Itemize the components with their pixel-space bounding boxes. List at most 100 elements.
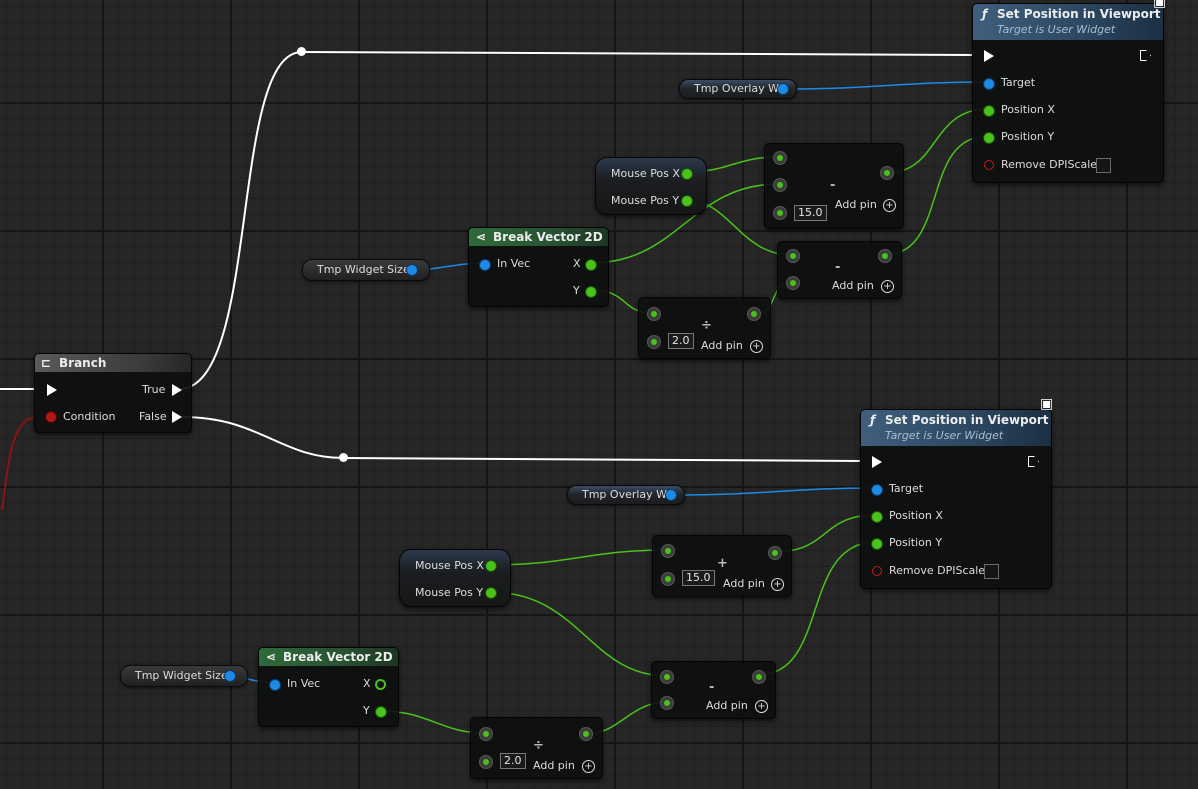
exec-in-pin[interactable] [872,456,882,468]
reroute-node[interactable] [339,453,348,462]
input-a-pin[interactable] [661,671,673,683]
tmp-overlay-getter-top[interactable]: Tmp Overlay W [679,79,797,99]
target-pin[interactable] [871,484,883,496]
position-x-pin[interactable] [871,511,883,523]
tmp-widget-size-out-pin[interactable] [406,264,418,276]
exec-in-pin[interactable] [47,384,57,396]
add-pin-icon[interactable]: + [750,340,763,353]
condition-pin[interactable] [45,411,57,423]
input-b-pin[interactable] [774,179,786,191]
mouse-pos-getter-top[interactable]: Mouse Pos X Mouse Pos Y [595,157,707,215]
mouse-pos-y-pin[interactable] [485,587,497,599]
input-a-pin[interactable] [774,152,786,164]
set-position-node-bottom[interactable]: ƒ Set Position in Viewport Target is Use… [860,409,1052,589]
add-pin-label[interactable]: Add pin [832,279,874,292]
position-y-pin[interactable] [983,132,995,144]
tmp-widget-size-getter-top[interactable]: Tmp Widget Size [302,259,430,281]
set-position-header[interactable]: ƒ Set Position in Viewport Target is Use… [973,4,1163,40]
tmp-overlay-out-pin[interactable] [665,489,677,501]
add-node-bottom-a[interactable]: 15.0 + Add pin + [652,535,792,597]
exec-in-pin[interactable] [984,50,994,62]
add-pin-icon[interactable]: + [883,199,896,212]
subtract-node-bottom-b[interactable]: - Add pin + [651,661,776,719]
add-pin-label[interactable]: Add pin [835,198,877,211]
remove-dpi-checkbox[interactable] [1096,158,1111,173]
value-input[interactable]: 15.0 [682,570,715,586]
break-vector-header[interactable]: ⋖ Break Vector 2D [469,228,608,246]
tmp-overlay-getter-bottom[interactable]: Tmp Overlay W [567,485,685,505]
input-a-pin[interactable] [662,545,674,557]
mouse-pos-y-pin[interactable] [681,195,693,207]
input-b-pin[interactable] [787,277,799,289]
tmp-widget-size-getter-bottom[interactable]: Tmp Widget Size [120,665,248,687]
mouse-pos-x-pin[interactable] [485,560,497,572]
divide-node-bottom[interactable]: 2.0 ÷ Add pin + [470,717,603,779]
operator-label: ÷ [533,738,544,753]
break-vector-2d-node-bottom[interactable]: ⋖ Break Vector 2D In Vec X Y [258,647,399,727]
remove-dpi-pin[interactable] [872,566,882,576]
add-pin-icon[interactable]: + [582,760,595,773]
break-vector-2d-node-top[interactable]: ⋖ Break Vector 2D In Vec X Y [468,227,609,307]
in-vec-pin[interactable] [269,679,281,691]
true-exec-pin[interactable] [172,384,182,396]
tmp-overlay-label: Tmp Overlay W [582,488,668,501]
input-b-pin[interactable] [661,697,673,709]
tmp-widget-size-out-pin[interactable] [224,670,236,682]
add-pin-label[interactable]: Add pin [706,699,748,712]
input-a-pin[interactable] [787,250,799,262]
input-c-pin[interactable] [774,207,786,219]
input-b-pin[interactable] [662,573,674,585]
result-pin[interactable] [879,250,891,262]
remove-dpi-label: Remove DPIScale [1001,158,1098,171]
add-pin-icon[interactable]: + [881,280,894,293]
add-pin-icon[interactable]: + [755,700,768,713]
subtract-node-top-a[interactable]: 15.0 - Add pin + [764,143,904,229]
false-exec-pin[interactable] [172,411,182,423]
remove-dpi-pin[interactable] [984,160,994,170]
add-pin-label[interactable]: Add pin [701,339,743,352]
position-x-pin[interactable] [983,105,995,117]
x-out-pin[interactable] [375,679,386,690]
divide-node-top[interactable]: 2.0 ÷ Add pin + [638,297,771,359]
result-pin[interactable] [580,728,592,740]
branch-header[interactable]: ⊏ Branch [35,354,191,372]
set-position-title: Set Position in Viewport [885,413,1049,427]
x-out-pin[interactable] [585,259,597,271]
remove-dpi-checkbox[interactable] [984,564,999,579]
input-b-pin[interactable] [480,756,492,768]
break-vector-header[interactable]: ⋖ Break Vector 2D [259,648,398,666]
mouse-pos-x-pin[interactable] [681,168,693,180]
add-pin-icon[interactable]: + [771,578,784,591]
result-pin[interactable] [748,308,760,320]
value-input[interactable]: 2.0 [668,333,694,349]
add-pin-label[interactable]: Add pin [533,759,575,772]
subtract-node-top-b[interactable]: - Add pin + [777,241,902,299]
branch-icon: ⊏ [41,356,52,370]
mouse-pos-getter-bottom[interactable]: Mouse Pos X Mouse Pos Y [399,549,511,607]
set-position-header[interactable]: ƒ Set Position in Viewport Target is Use… [861,410,1051,446]
break-icon: ⋖ [266,650,277,664]
tmp-overlay-out-pin[interactable] [777,83,789,95]
value-input[interactable]: 2.0 [500,753,526,769]
exec-out-pin[interactable] [1028,456,1039,467]
target-pin[interactable] [983,78,995,90]
y-out-pin[interactable] [585,286,597,298]
position-y-pin[interactable] [871,538,883,550]
set-position-subtitle: Target is User Widget [885,429,1004,442]
result-pin[interactable] [769,547,781,559]
false-label: False [139,410,167,423]
input-a-pin[interactable] [480,728,492,740]
result-pin[interactable] [881,167,893,179]
reroute-node[interactable] [297,47,306,56]
value-input[interactable]: 15.0 [794,205,827,221]
input-b-pin[interactable] [648,336,660,348]
in-vec-pin[interactable] [479,259,491,271]
position-y-label: Position Y [889,536,943,549]
input-a-pin[interactable] [648,308,660,320]
set-position-node-top[interactable]: ƒ Set Position in Viewport Target is Use… [972,3,1164,183]
exec-out-pin[interactable] [1140,50,1151,61]
branch-node[interactable]: ⊏ Branch True Condition False [34,353,192,433]
add-pin-label[interactable]: Add pin [723,577,765,590]
y-out-pin[interactable] [375,706,387,718]
result-pin[interactable] [753,671,765,683]
